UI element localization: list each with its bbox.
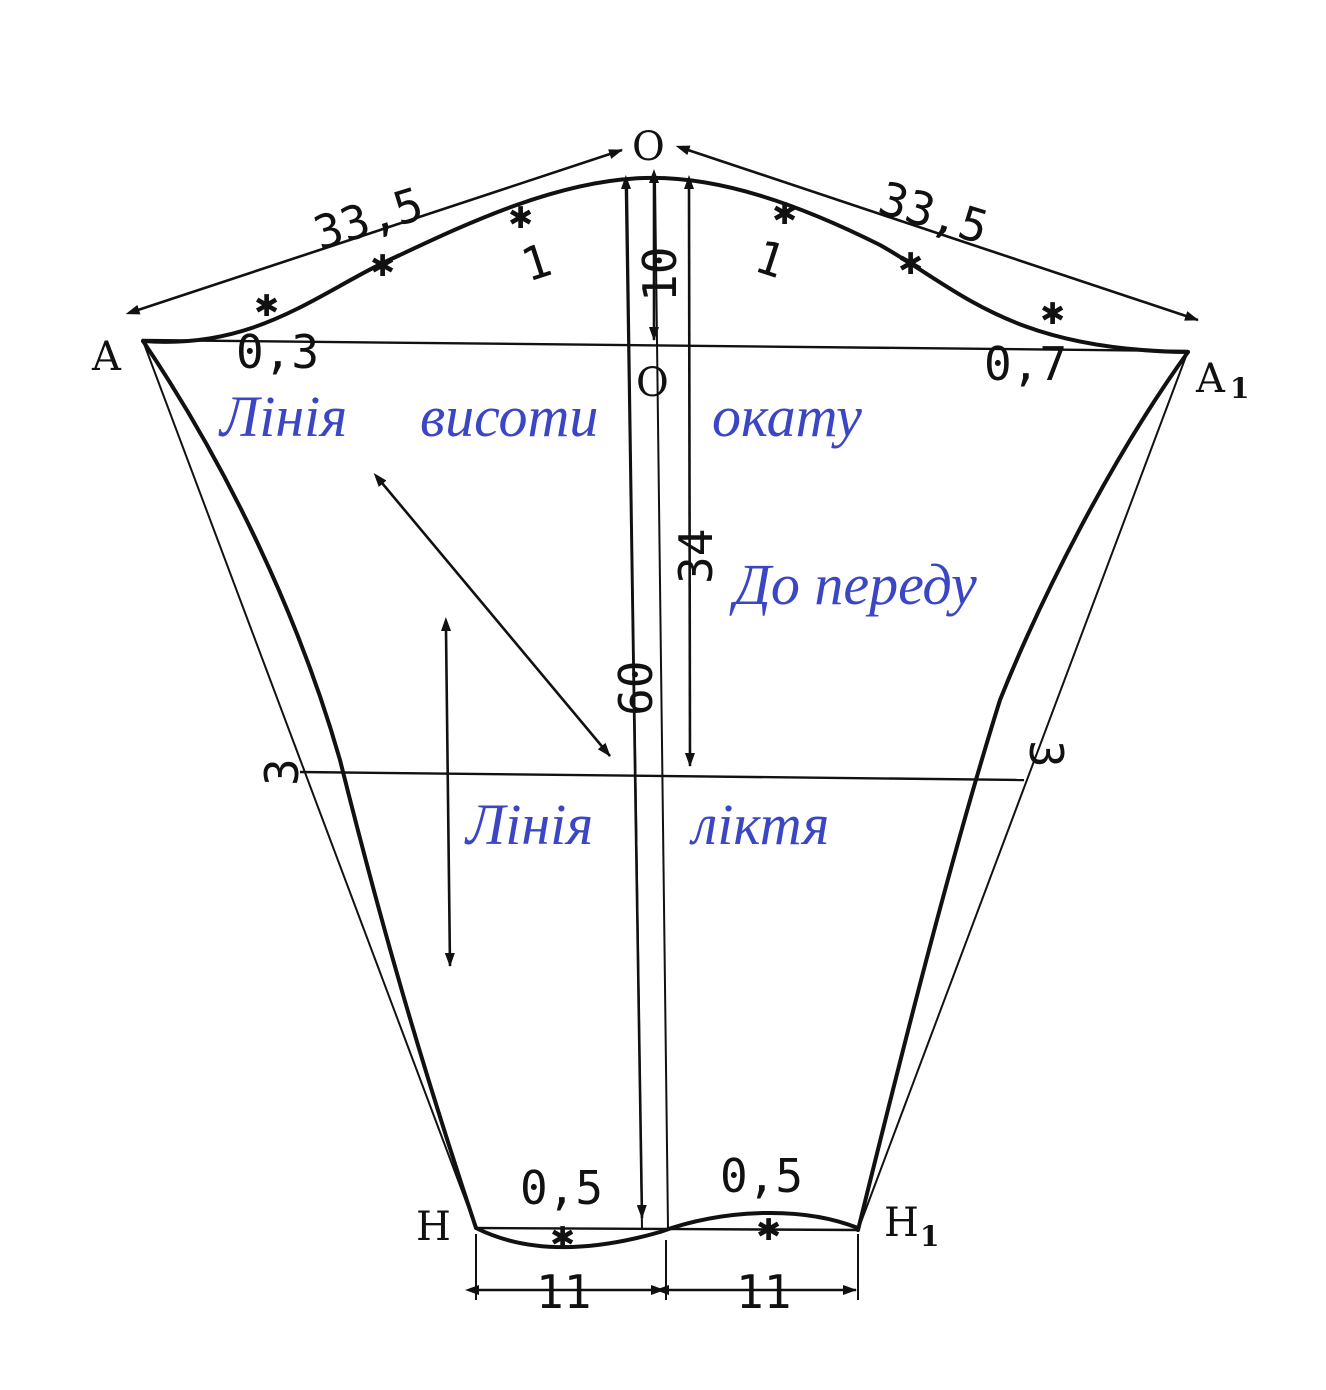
- bottom-right-05-label: 0,5: [720, 1149, 803, 1203]
- hem-curve: [474, 1210, 860, 1250]
- point-a1: A: [1195, 356, 1226, 402]
- sleeve-length-label: 60: [609, 661, 663, 716]
- left-3-label: 3: [255, 758, 309, 786]
- cap-line-caption-word2: висоти: [420, 384, 598, 449]
- vertical-grain-arrow: [441, 617, 455, 967]
- cap-mark-star: ✱: [254, 289, 279, 324]
- left-seam-curve: [141, 339, 478, 1230]
- right-seam-curve: [856, 350, 1190, 1232]
- elbow-depth-arrow: [684, 175, 695, 767]
- right-offset-label: 1: [749, 229, 792, 289]
- point-o-top: O: [632, 124, 665, 170]
- cap-height-label: 10: [633, 247, 687, 302]
- bottom-right-11-label: 11: [736, 1265, 791, 1319]
- cap-right-label: 33,5: [873, 171, 995, 255]
- left-03-label: 0,3: [236, 325, 319, 379]
- point-h1: H: [884, 1200, 919, 1246]
- point-a: A: [91, 334, 122, 380]
- hem-mark-star: ✱: [756, 1213, 781, 1248]
- point-h1-subscript: 1: [920, 1220, 939, 1253]
- bottom-left-11-label: 11: [536, 1265, 591, 1319]
- sleeve-length-arrow: [621, 175, 647, 1219]
- cap-right-dimension-arrow: [675, 145, 1199, 322]
- cap-mark-star: ✱: [898, 247, 923, 282]
- right-side-construction-line: [857, 350, 1189, 1231]
- cap-height-line: [141, 338, 1189, 353]
- right-3-label: 3: [1019, 740, 1073, 768]
- bottom-left-05-label: 0,5: [520, 1161, 603, 1215]
- cap-mark-star: ✱: [508, 201, 533, 236]
- right-07-label: 0,7: [984, 337, 1067, 391]
- elbow-depth-label: 34: [669, 529, 723, 584]
- diagonal-grain-arrow: [373, 473, 611, 757]
- point-a1-subscript: 1: [1230, 372, 1249, 405]
- left-side-construction-line: [142, 340, 477, 1229]
- cap-mark-star: ✱: [370, 249, 395, 284]
- elbow-line-caption-word2: ліктя: [689, 792, 829, 857]
- cap-line-caption-word3: окату: [712, 384, 862, 449]
- point-o-mid: O: [636, 360, 669, 406]
- cap-left-dimension-arrow: [125, 148, 623, 315]
- cap-mark-star: ✱: [772, 197, 797, 232]
- centre-line-right: [654, 179, 669, 1229]
- hem-mark-star: ✱: [550, 1221, 575, 1256]
- to-front-caption: До переду: [729, 552, 977, 617]
- cap-line-caption-word1: Лінія: [218, 384, 347, 449]
- cap-mark-star: ✱: [1040, 297, 1065, 332]
- left-offset-label: 1: [515, 233, 558, 293]
- point-h: H: [416, 1204, 451, 1250]
- elbow-line-caption-word1: Лінія: [464, 792, 593, 857]
